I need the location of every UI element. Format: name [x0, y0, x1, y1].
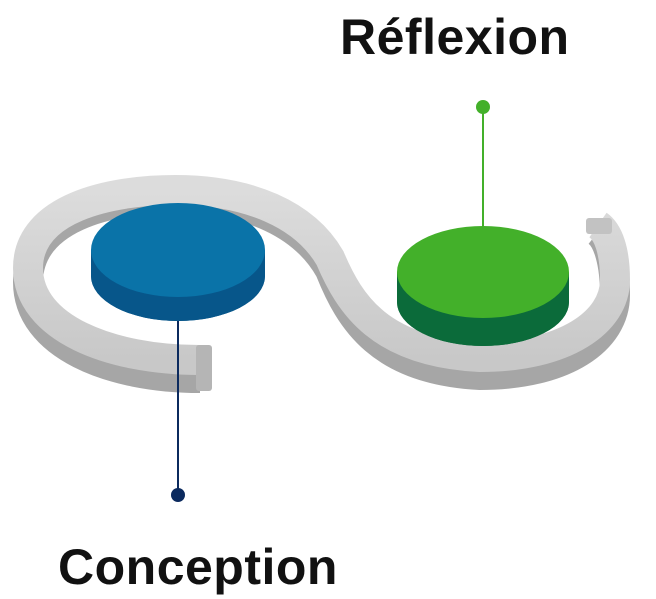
reflexion-pin-dot — [476, 100, 490, 114]
track-end-left — [196, 345, 212, 391]
track-top — [12, 174, 631, 375]
reflexion-disc — [397, 226, 569, 346]
reflexion-label: Réflexion — [340, 9, 570, 65]
conception-label: Conception — [58, 539, 338, 595]
track-end-right — [586, 218, 612, 234]
conception-disc — [91, 203, 265, 321]
conception-pin-dot — [171, 488, 185, 502]
